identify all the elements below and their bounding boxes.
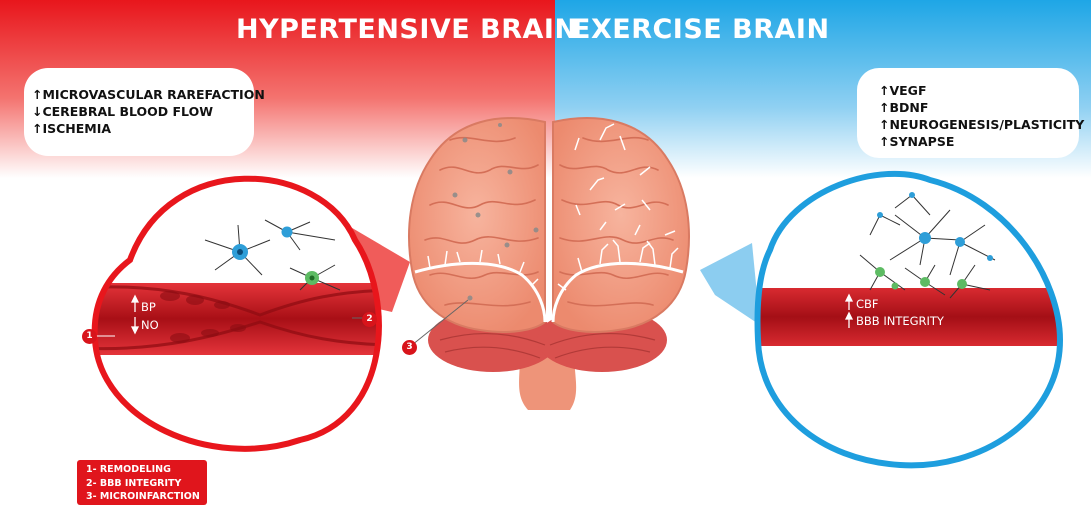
legend-box: 1- REMODELING 2- BBB INTEGRITY 3- MICROI… bbox=[77, 460, 207, 505]
hypertensive-effects-box: ↑MICROVASCULAR RAREFACTION ↓CEREBRAL BLO… bbox=[24, 68, 254, 156]
legend-item: 2- BBB INTEGRITY bbox=[86, 477, 207, 491]
effect-line: ↓CEREBRAL BLOOD FLOW bbox=[32, 103, 254, 120]
bp-label: BP bbox=[141, 300, 156, 314]
marker-2-badge: 2 bbox=[362, 312, 377, 327]
effect-line: ↑BDNF bbox=[879, 99, 1079, 116]
legend-item: 1- REMODELING bbox=[86, 463, 207, 477]
bbb-integrity-label: BBB INTEGRITY bbox=[856, 314, 944, 328]
cbf-label: CBF bbox=[856, 297, 879, 311]
right-zoom-beam bbox=[700, 243, 760, 325]
no-label: NO bbox=[141, 318, 159, 332]
effect-line: ↑SYNAPSE bbox=[879, 133, 1079, 150]
hypertensive-vessel-bubble bbox=[80, 179, 400, 449]
effect-line: ↑NEUROGENESIS/PLASTICITY bbox=[879, 116, 1079, 133]
marker-3-badge: 3 bbox=[402, 340, 417, 355]
exercise-brain-title: EXERCISE BRAIN bbox=[572, 14, 830, 45]
legend-item: 3- MICROINFARCTION bbox=[86, 490, 207, 504]
effect-line: ↑VEGF bbox=[879, 82, 1079, 99]
effect-line: ↑ISCHEMIA bbox=[32, 120, 254, 137]
effect-line: ↑MICROVASCULAR RAREFACTION bbox=[32, 86, 254, 103]
hypertensive-brain-title: HYPERTENSIVE BRAIN bbox=[236, 14, 578, 45]
marker-1-badge: 1 bbox=[82, 329, 97, 344]
exercise-effects-box: ↑VEGF ↑BDNF ↑NEUROGENESIS/PLASTICITY ↑SY… bbox=[857, 68, 1079, 158]
